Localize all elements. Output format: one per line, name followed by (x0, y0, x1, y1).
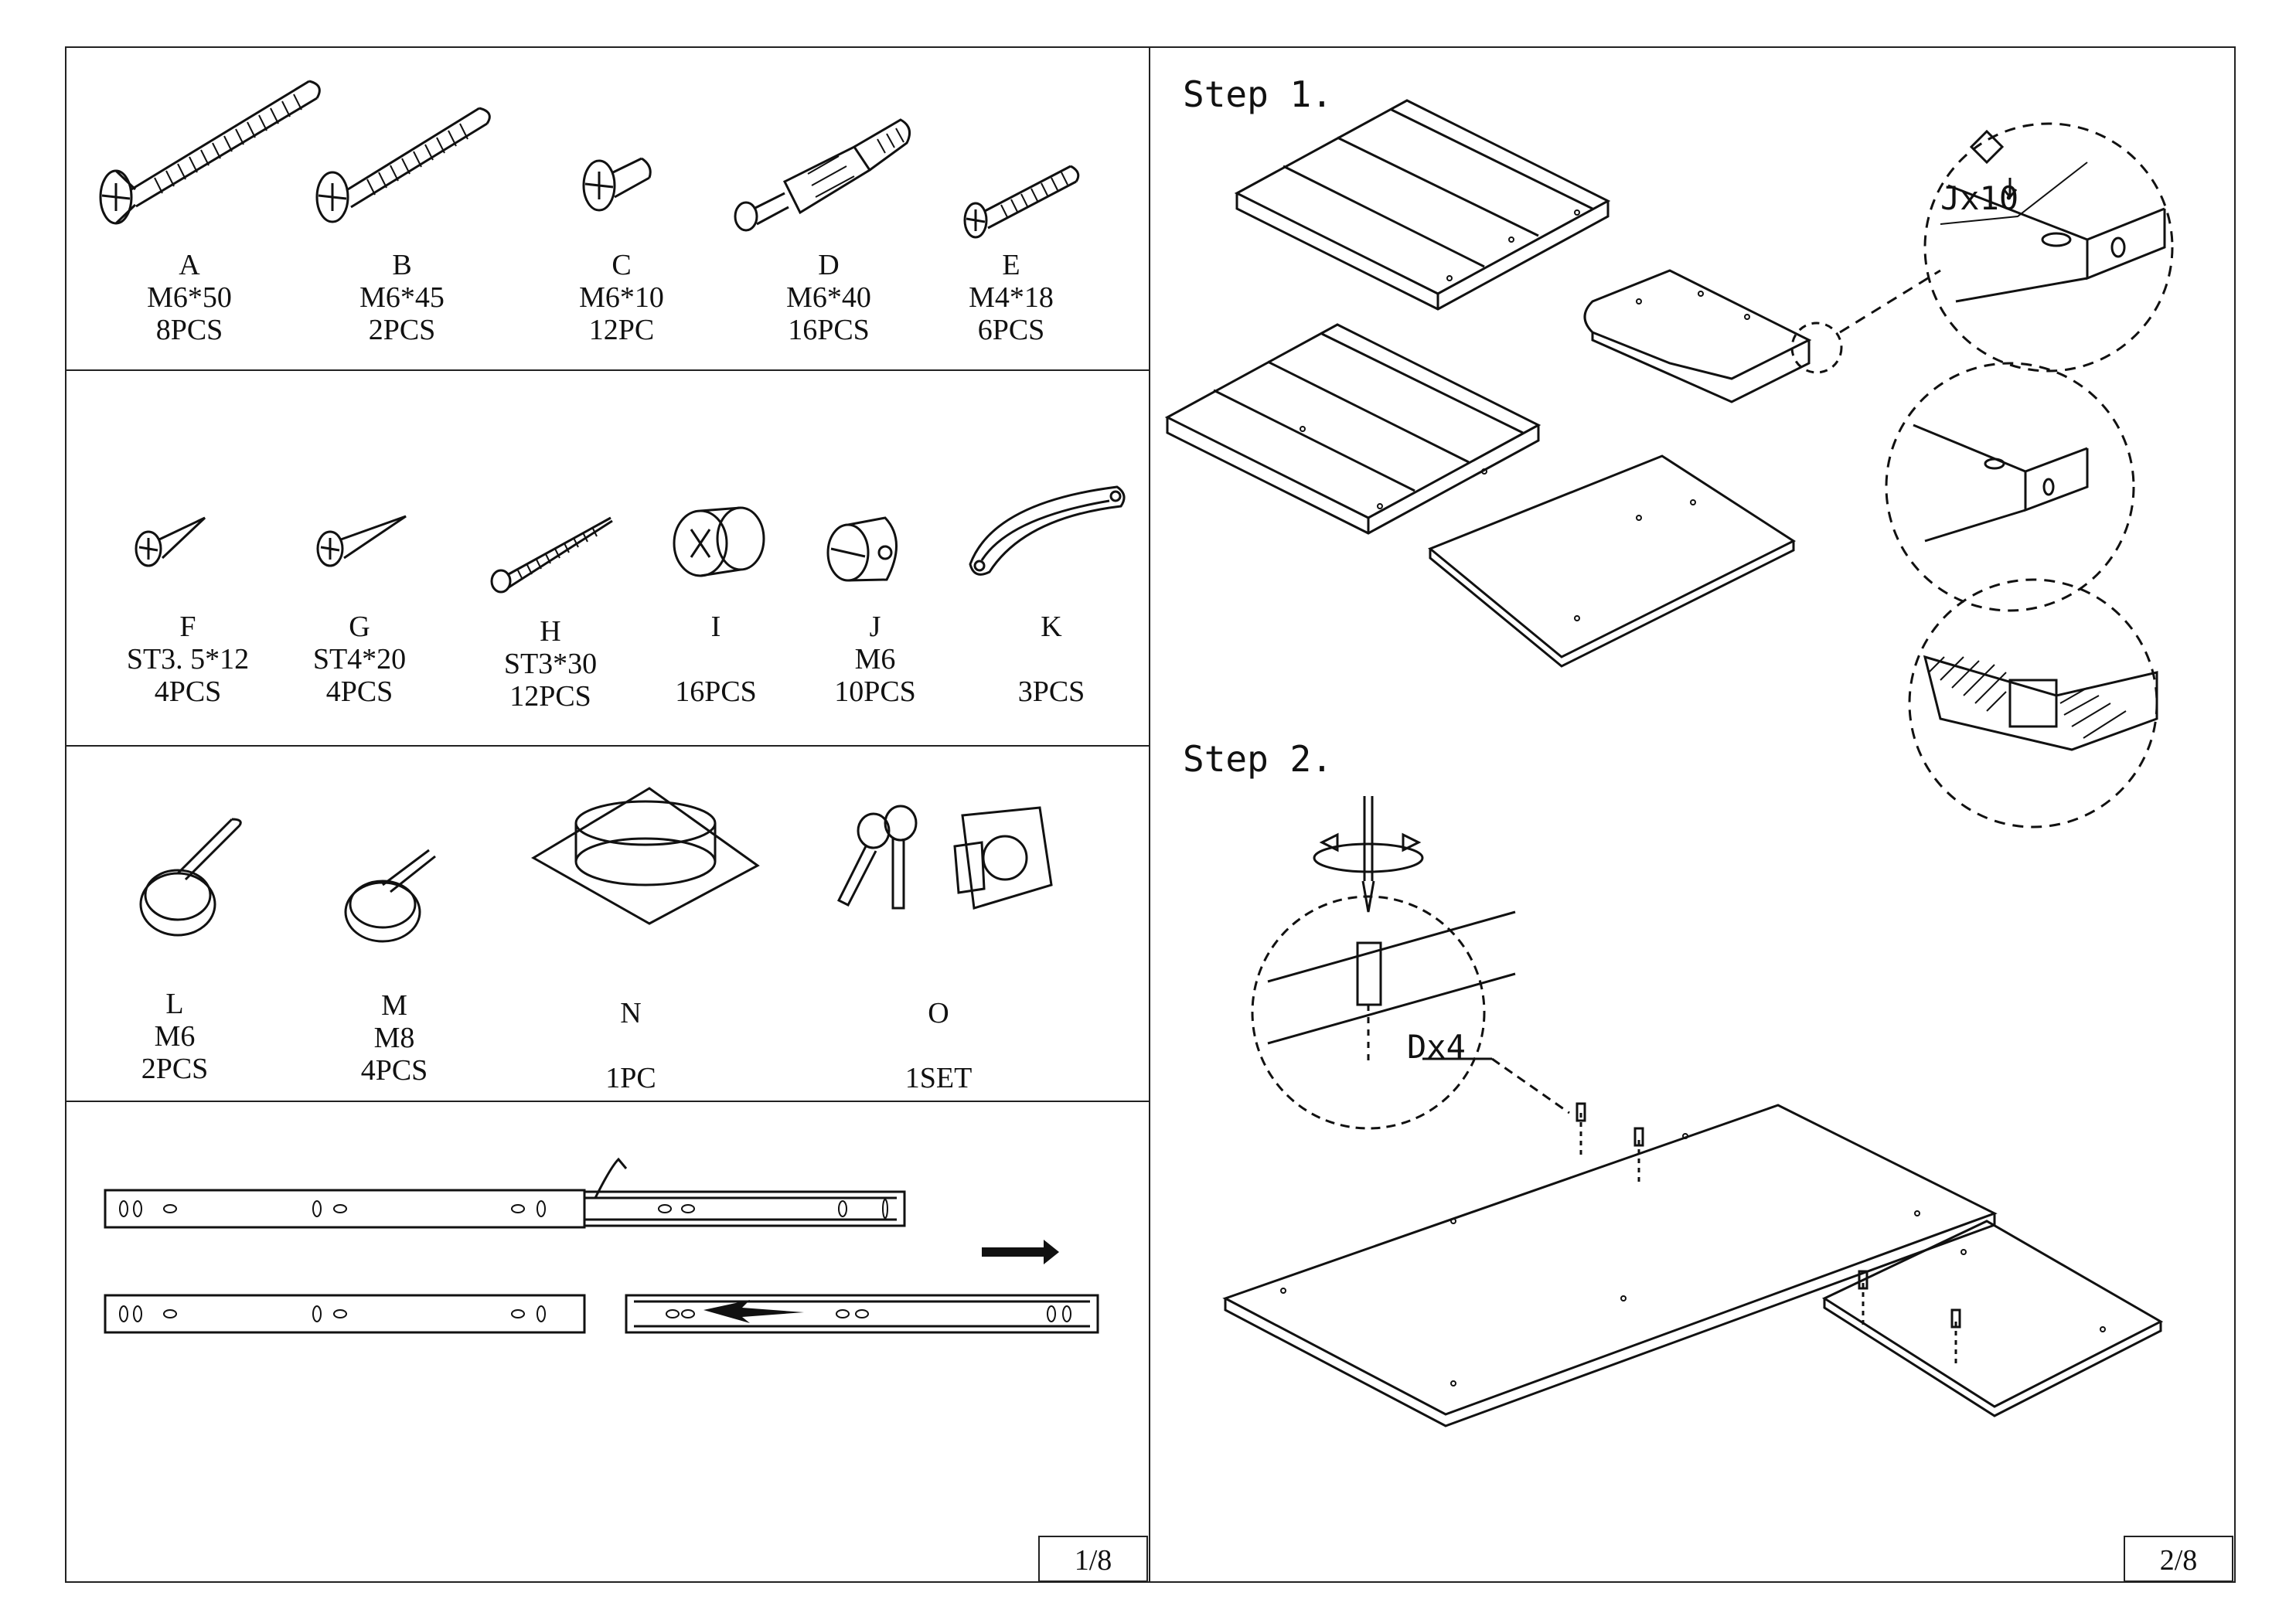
wood-screw-long-icon (490, 516, 613, 594)
leveling-foot-large-icon (344, 849, 436, 943)
row-divider-3 (65, 1101, 1149, 1102)
barrel-nut-callout-leader (1940, 162, 2088, 225)
row-divider-2 (65, 745, 1149, 747)
barrel-nut-callout: Jx10 (1940, 179, 2019, 217)
wood-screw-icon (316, 515, 407, 567)
small-screw-icon (963, 165, 1080, 239)
page-divider (1149, 46, 1150, 1583)
machine-screw-long-icon (99, 80, 321, 225)
page-number-right: 2/8 (2124, 1536, 2233, 1582)
row-divider-1 (65, 369, 1149, 371)
barrel-nut-icon (826, 516, 898, 582)
lock-and-keys-icon (836, 805, 1053, 910)
step-1-assembly-diagram (1164, 99, 2174, 829)
short-screw-icon (582, 157, 652, 212)
handle-icon (969, 485, 1126, 576)
cam-bolt-callout: Dx4 (1407, 1028, 1466, 1066)
wood-screw-short-icon (135, 516, 206, 567)
step-2-heading: Step 2. (1183, 738, 1333, 780)
manual-page-frame (65, 46, 2236, 1583)
step-1-heading: Step 1. (1183, 73, 1333, 115)
cam-lock-icon (673, 506, 765, 577)
grommet-icon (531, 787, 760, 925)
leveling-foot-icon (139, 818, 242, 937)
step-2-assembly-diagram (1222, 796, 2164, 1427)
cam-dowel-bolt-icon (734, 118, 911, 232)
page-number-left: 1/8 (1038, 1536, 1148, 1582)
machine-screw-icon (315, 107, 491, 223)
drawer-slide-diagram (104, 1157, 1099, 1334)
